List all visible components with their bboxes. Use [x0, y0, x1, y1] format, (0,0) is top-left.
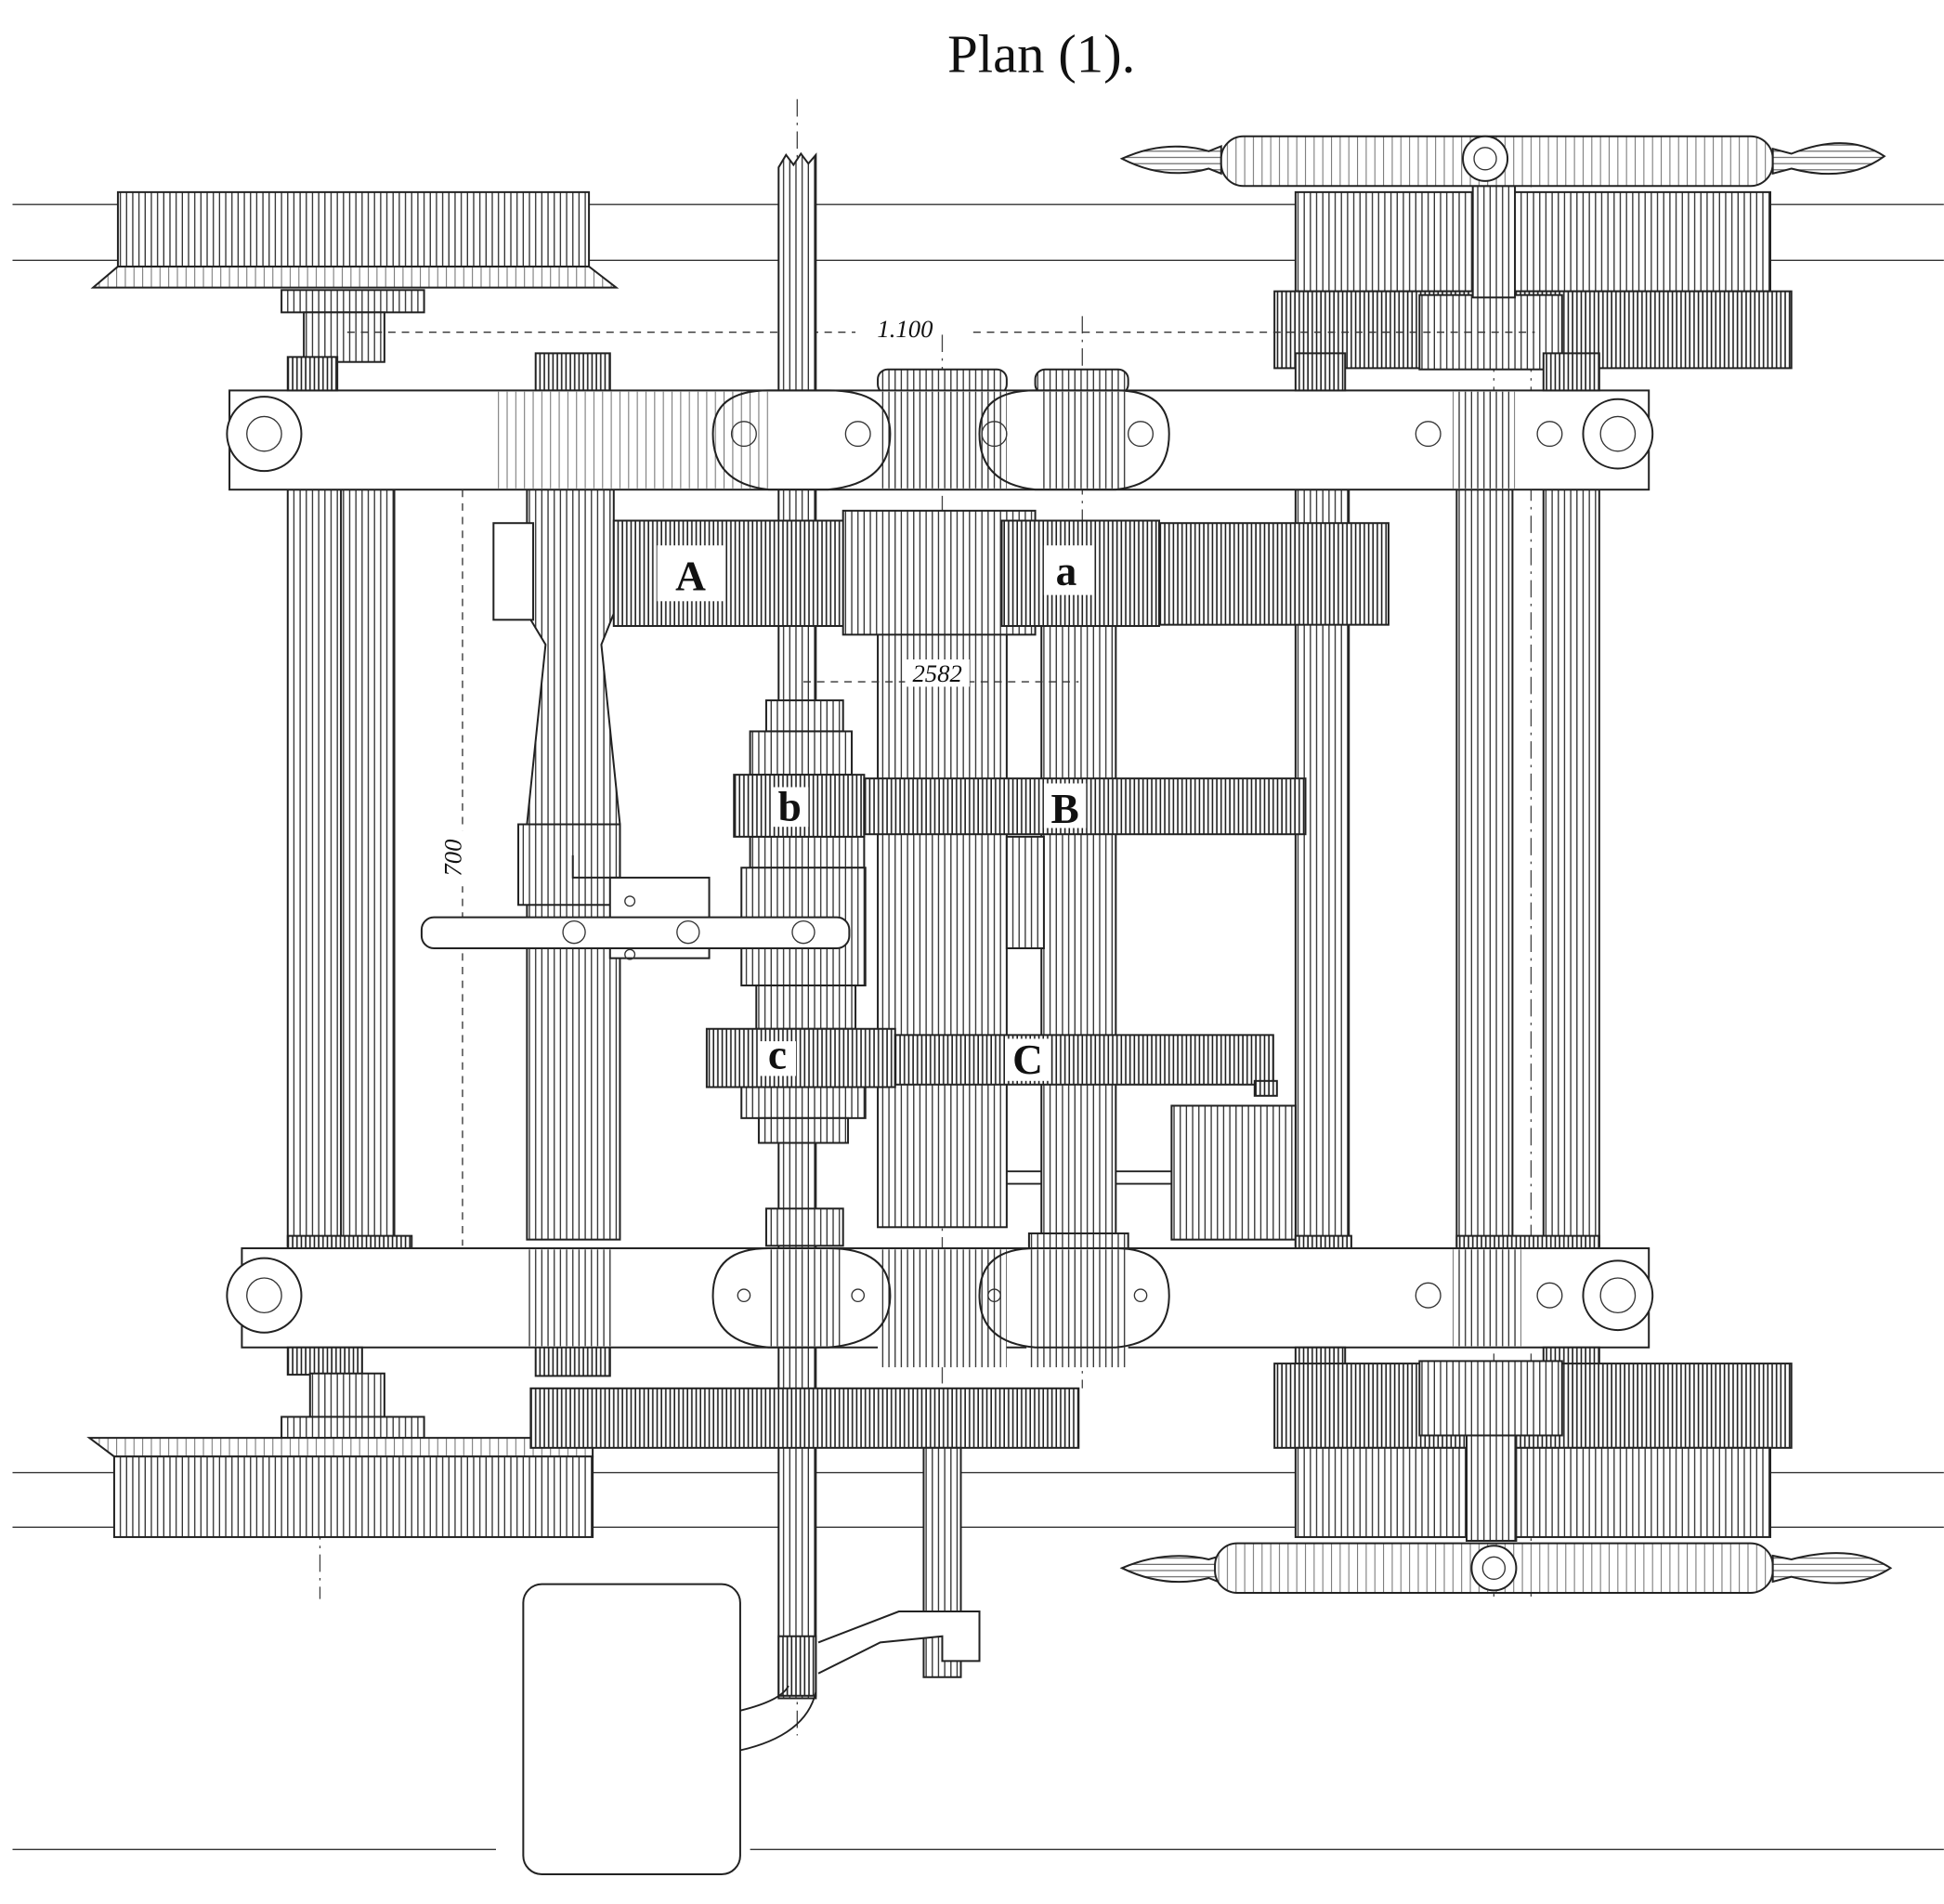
gear-c-C: c C [705, 1027, 1278, 1097]
clutch-stack [740, 699, 867, 1144]
gear-b-B: b B [733, 774, 1307, 838]
top-left-pulley [90, 190, 620, 363]
gear-A-a: A a [612, 509, 1390, 636]
gear-label-c: c [768, 1031, 787, 1077]
bottom-hand-lever-handle[interactable] [1119, 1542, 1893, 1595]
dimension-700: 700 [439, 489, 468, 1246]
bottom-box [522, 1583, 817, 1875]
bottom-left-pulley [86, 1372, 594, 1538]
left-spindle [492, 352, 621, 1377]
plan-title: Plan (1). [947, 23, 1135, 84]
top-right-drum [1273, 185, 1793, 371]
shift-lever[interactable] [420, 854, 851, 960]
dimension-2582: 2582 [802, 659, 1079, 687]
top-hand-lever-handle[interactable] [1119, 135, 1886, 188]
dimension-2582-label: 2582 [912, 659, 961, 687]
gear-label-b: b [778, 784, 802, 830]
bottom-spur-gear [529, 1387, 1080, 1697]
gear-label-A: A [675, 553, 706, 599]
gear-label-a: a [1056, 548, 1077, 594]
gear-label-C: C [1012, 1037, 1043, 1083]
dimension-1100-label: 1.100 [877, 315, 933, 343]
bottom-frame-bar [226, 1207, 1654, 1376]
bottom-right-drum [1273, 1360, 1793, 1542]
dimension-700-label: 700 [439, 840, 467, 877]
center-drums [877, 368, 1129, 1241]
top-frame-bar [226, 352, 1654, 491]
dimension-1100: 1.100 [346, 315, 1535, 343]
gear-label-B: B [1050, 786, 1078, 832]
